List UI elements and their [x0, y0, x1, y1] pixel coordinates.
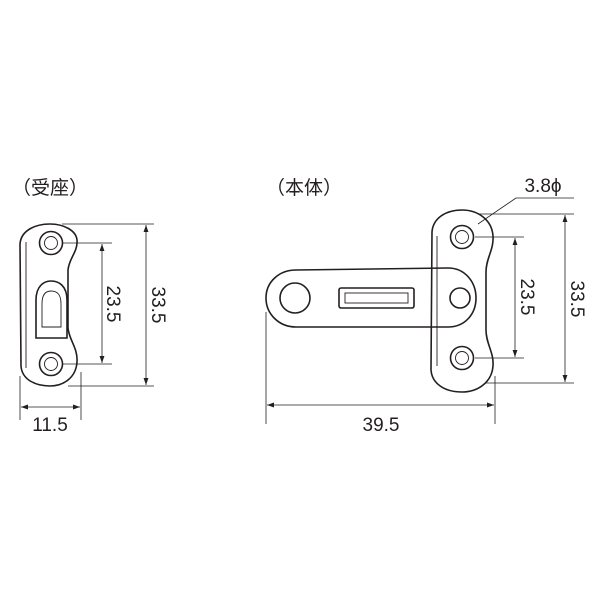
receiver-catch-slot — [35, 280, 68, 339]
body-hole-diameter-label: 3.8ϕ — [524, 176, 561, 197]
body-pitch-label: 23.5 — [516, 279, 537, 316]
receiver-top-screw-icon — [38, 230, 64, 256]
receiver-height-label: 33.5 — [147, 287, 168, 324]
body-arm-slot — [338, 287, 415, 309]
body-height-label: 33.5 — [566, 281, 587, 318]
receiver-bottom-screw-icon — [38, 351, 64, 377]
receiver-view: （受座） 23.5 33.5 — [12, 177, 168, 436]
body-bottom-screw-icon — [449, 345, 475, 371]
body-arm-hole — [279, 282, 311, 314]
body-plate-outline — [430, 209, 494, 393]
body-length-label: 39.5 — [363, 415, 400, 436]
receiver-title: （受座） — [12, 177, 88, 199]
body-arm-rivet — [449, 287, 471, 309]
body-title: （本体） — [266, 177, 342, 199]
body-hole-leader-line — [477, 197, 517, 225]
receiver-plate-outline — [19, 223, 78, 387]
body-latch-arm — [265, 267, 477, 328]
receiver-pitch-label: 23.5 — [102, 286, 123, 323]
receiver-width-label: 11.5 — [32, 415, 68, 436]
body-view: （本体） 3.8ϕ — [265, 176, 587, 436]
body-top-screw-icon — [449, 224, 475, 250]
